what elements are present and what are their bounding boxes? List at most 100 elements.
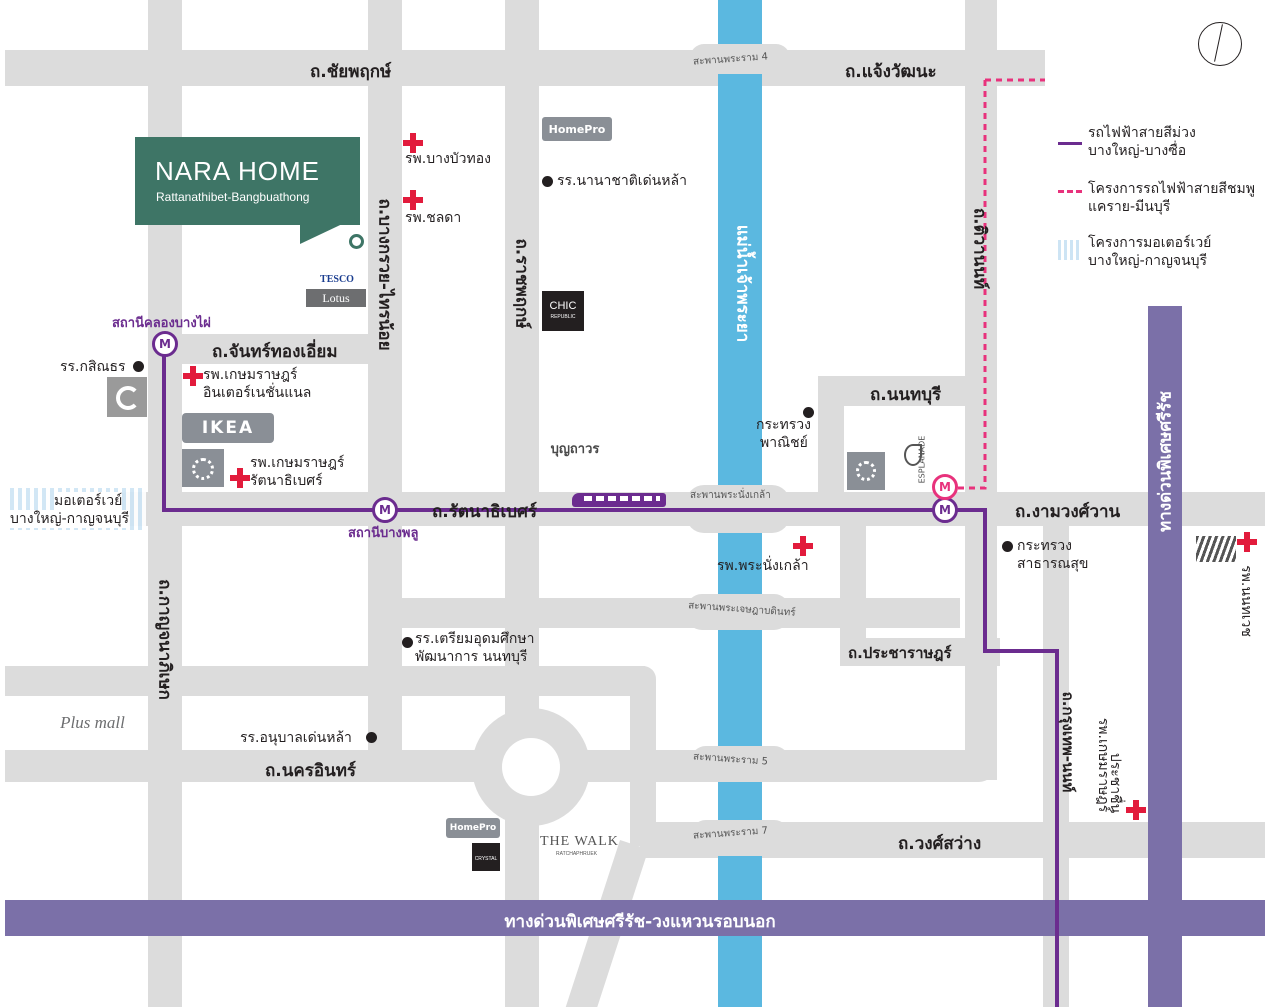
nara-home-callout[interactable] bbox=[135, 137, 360, 225]
train-windows bbox=[584, 496, 660, 501]
place-hosp-chonlada: รพ.ชลดา bbox=[405, 210, 462, 226]
the-walk-logo: THE WALK bbox=[540, 834, 619, 849]
school-dot-icon bbox=[402, 637, 413, 648]
place-hosp-kasemrad-rat-2: รัตนาธิเบศร์ bbox=[250, 473, 323, 489]
central-logo-west-mark bbox=[192, 458, 214, 480]
place-hosp-kasemrad-inter-2: อินเตอร์เนชั่นแนล bbox=[203, 385, 312, 401]
chic-logo-sub: REPUBLIC bbox=[550, 314, 576, 320]
place-ministry-commerce-1: กระทรวง bbox=[756, 417, 811, 433]
project-location-pin[interactable] bbox=[349, 234, 364, 249]
hospital-icon bbox=[230, 468, 250, 488]
nonthavej-logo bbox=[1196, 536, 1236, 562]
place-hosp-phranangklao: รพ.พระนั่งเกล้า bbox=[717, 558, 809, 574]
chic-republic-logo bbox=[542, 291, 584, 331]
road-nonthaburi-vert bbox=[818, 376, 844, 496]
bridge-rama5 bbox=[690, 746, 790, 782]
station-ministry-purple[interactable]: M bbox=[932, 497, 958, 523]
callout-title: NARA HOME bbox=[155, 156, 321, 186]
road-krungthep-nonthaburi bbox=[965, 500, 997, 780]
legend-pink-swatch bbox=[1058, 190, 1082, 193]
the-walk-logo-sub: RATCHAPHRUEK bbox=[556, 851, 598, 857]
homepro-logo-bottom: HomePro bbox=[446, 818, 500, 838]
school-dot-icon bbox=[542, 176, 553, 187]
hospital-icon bbox=[403, 190, 423, 210]
homepro-logo-top: HomePro bbox=[542, 117, 612, 141]
legend-motorway-line2: บางใหญ่-กาญจนบุรี bbox=[1088, 253, 1208, 269]
place-school-kasintorn: รร.กสิณธร bbox=[60, 359, 126, 375]
expressway-outer-ring-label: ทางด่วนพิเศษศรีรัช-วงแหวนรอบนอก bbox=[504, 912, 776, 932]
ministry-dot-icon bbox=[1002, 541, 1013, 552]
place-school-international: รร.นานาชาติเด่นหล้า bbox=[557, 173, 687, 189]
place-hosp-bangbuathong: รพ.บางบัวทอง bbox=[405, 151, 492, 167]
place-ministry-health-1: กระทรวง bbox=[1017, 538, 1072, 554]
legend-pink-line2: แคราย-มีนบุรี bbox=[1088, 199, 1171, 215]
label-nakhon-in: ถ.นครอินทร์ bbox=[265, 761, 357, 781]
label-chaiyapruek: ถ.ชัยพฤกษ์ bbox=[310, 62, 392, 82]
legend-motorway-swatch bbox=[1058, 240, 1080, 260]
callout-pointer bbox=[300, 218, 355, 244]
label-pracharat: ถ.ประชาราษฎร์ bbox=[848, 644, 952, 662]
road-pracha-vert bbox=[840, 526, 866, 656]
road-plaza-vert bbox=[630, 666, 656, 846]
hospital-icon bbox=[183, 366, 203, 386]
bridge-rama7 bbox=[690, 820, 790, 856]
station-bang-phlu-label: สถานีบางพลู bbox=[348, 526, 419, 541]
label-bangkruai-sainoi: ถ.บางกรวย-ไทรน้อย bbox=[374, 198, 395, 351]
plus-mall-logo: Plus mall bbox=[60, 713, 125, 732]
legend-purple-line1: รถไฟฟ้าสายสีม่วง bbox=[1088, 125, 1196, 141]
ministry-dot-icon bbox=[803, 407, 814, 418]
label-krungthep-nonthaburi: ถ.กรุงเทพ-นนท์ bbox=[1059, 691, 1077, 793]
compass-icon bbox=[1198, 22, 1242, 66]
place-school-kindergarten: รร.อนุบาลเด่นหล้า bbox=[240, 730, 352, 746]
lotus-logo: Lotus bbox=[306, 289, 366, 307]
esplanade-mark bbox=[904, 444, 922, 466]
boonthavorn-logo: บุญถาวร bbox=[550, 441, 600, 457]
hospital-icon bbox=[793, 536, 813, 556]
place-ministry-health-2: สาธารณสุข bbox=[1017, 556, 1089, 572]
label-ratchapruek: ถ.ราชพฤกษ์ bbox=[511, 238, 532, 329]
road-bangkruai-sainoi bbox=[368, 0, 402, 750]
place-school-triam-1: รร.เตรียมอุดมศึกษา bbox=[415, 631, 535, 647]
bridge-maha-chetsadabodin bbox=[686, 594, 790, 630]
road-chanthongiam bbox=[148, 334, 370, 364]
central-logo-east-mark bbox=[856, 461, 876, 481]
place-hosp-kasemrad-rat-1: รพ.เกษมราษฎร์ bbox=[250, 455, 345, 471]
legend-motorway-line1: โครงการมอเตอร์เวย์ bbox=[1088, 235, 1212, 251]
place-hosp-kasemrad-pracha-2: ประชาชื่น bbox=[1107, 752, 1123, 814]
crystal-logo bbox=[472, 843, 500, 871]
bridge-rama4 bbox=[690, 44, 790, 74]
road-pracha-bridge bbox=[400, 598, 960, 628]
place-hosp-kasemrad-inter-1: รพ.เกษมราษฎร์ bbox=[203, 367, 298, 383]
place-ministry-commerce-2: พาณิชย์ bbox=[760, 435, 808, 451]
legend-pink-line1: โครงการรถไฟฟ้าสายสีชมพู bbox=[1088, 181, 1255, 197]
label-chanthongiam: ถ.จันทร์ทองเอี่ยม bbox=[212, 342, 338, 362]
label-tiwanon: ถ.ติวานนท์ bbox=[969, 207, 990, 290]
label-wongsawang: ถ.วงศ์สว่าง bbox=[898, 834, 982, 854]
place-school-triam-2: พัฒนาการ นนทบุรี bbox=[415, 649, 528, 665]
station-ministry-pink[interactable]: M bbox=[932, 474, 958, 500]
motorway-label-1: มอเตอร์เวย์ bbox=[54, 492, 123, 510]
crystal-logo-text: CRYSTAL bbox=[474, 856, 498, 862]
callout-subtitle: Rattanathibet-Bangbuathong bbox=[156, 190, 310, 204]
station-bang-phlu[interactable]: M bbox=[372, 497, 398, 523]
place-hosp-nonthaburi: รพ.นนทเวช bbox=[1238, 565, 1254, 637]
road-ratchapruek bbox=[505, 0, 539, 1007]
label-ngamwongwan: ถ.งามวงศ์วาน bbox=[1015, 502, 1121, 522]
label-kanchanaphisek: ถ.กาญจนาภิเษก bbox=[154, 579, 175, 700]
station-khlong-bang-phai-label: สถานีคลองบางไผ่ bbox=[112, 316, 211, 331]
big-c-mark bbox=[116, 386, 140, 410]
ikea-logo: IKEA bbox=[182, 413, 274, 443]
hospital-icon bbox=[403, 133, 423, 153]
school-dot-icon bbox=[133, 361, 144, 372]
tesco-logo: TESCO bbox=[320, 273, 354, 285]
hospital-icon bbox=[1126, 800, 1146, 820]
legend-purple-swatch bbox=[1058, 142, 1082, 145]
hospital-icon bbox=[1237, 532, 1257, 552]
station-khlong-bang-phai[interactable]: M bbox=[152, 331, 178, 357]
expressway-sirat bbox=[1148, 306, 1182, 1007]
label-rattanathibet: ถ.รัตนาธิเบศร์ bbox=[432, 502, 537, 522]
school-dot-icon bbox=[366, 732, 377, 743]
label-nonthaburi: ถ.นนทบุรี bbox=[870, 385, 942, 405]
